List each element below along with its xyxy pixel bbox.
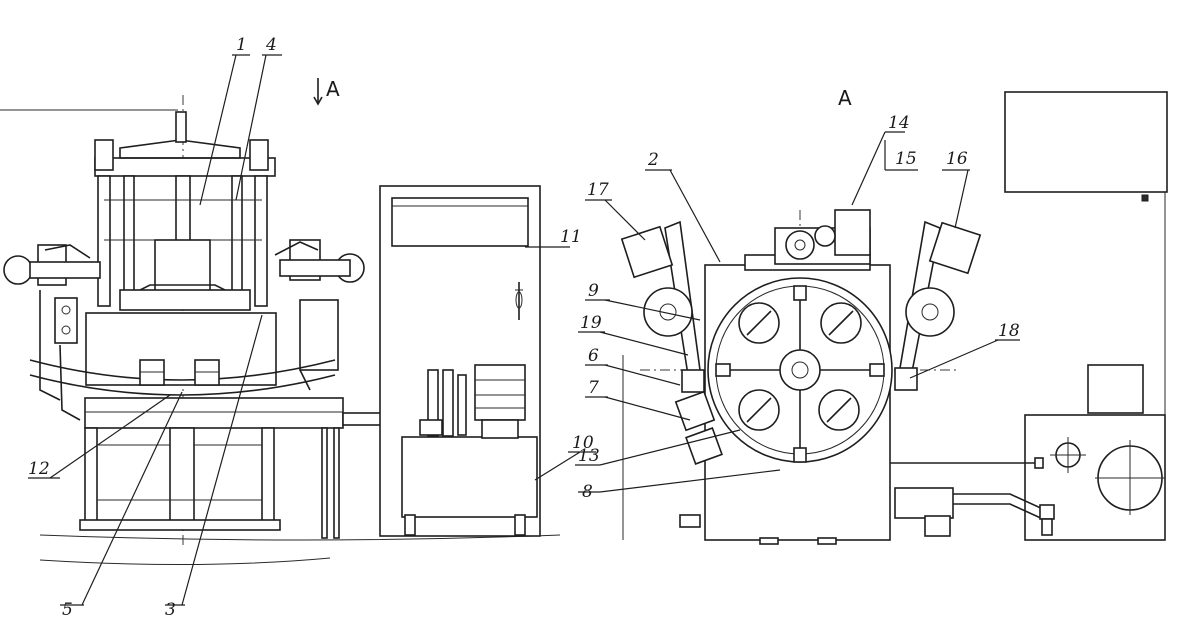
callout-14: 14 xyxy=(888,113,910,133)
section-marker: A xyxy=(313,77,340,106)
section-marker-label: A xyxy=(326,77,340,101)
callout-17: 17 xyxy=(587,180,609,200)
callout-11: 11 xyxy=(560,227,582,247)
callout-1: 1 xyxy=(236,35,247,55)
front-view xyxy=(0,95,561,566)
upper-panel xyxy=(1004,91,1168,193)
hydraulic-unit xyxy=(401,436,538,518)
view-a-title: A xyxy=(838,86,852,110)
callout-16: 16 xyxy=(946,149,968,169)
callout-8: 8 xyxy=(582,482,593,502)
view-a: A xyxy=(620,86,1168,545)
callout-19: 19 xyxy=(580,313,602,333)
callout-10: 10 xyxy=(572,433,594,453)
main-table xyxy=(85,312,277,386)
callout-5: 5 xyxy=(62,600,73,620)
ground-line xyxy=(39,534,561,566)
callout-7: 7 xyxy=(588,378,599,398)
callout-labels: 1 4 11 10 12 5 3 14 15 16 17 2 9 19 6 7 … xyxy=(28,35,1020,620)
top-crossbeam xyxy=(94,157,276,177)
callout-15: 15 xyxy=(895,149,917,169)
callout-12: 12 xyxy=(28,459,50,479)
callout-2: 2 xyxy=(647,150,659,170)
callout-13: 13 xyxy=(578,446,600,466)
callout-leaders xyxy=(28,54,1020,606)
callout-6: 6 xyxy=(588,346,599,366)
callout-9: 9 xyxy=(588,281,599,301)
callout-18: 18 xyxy=(998,321,1020,341)
callout-4: 4 xyxy=(265,35,277,55)
callout-3: 3 xyxy=(165,600,176,620)
